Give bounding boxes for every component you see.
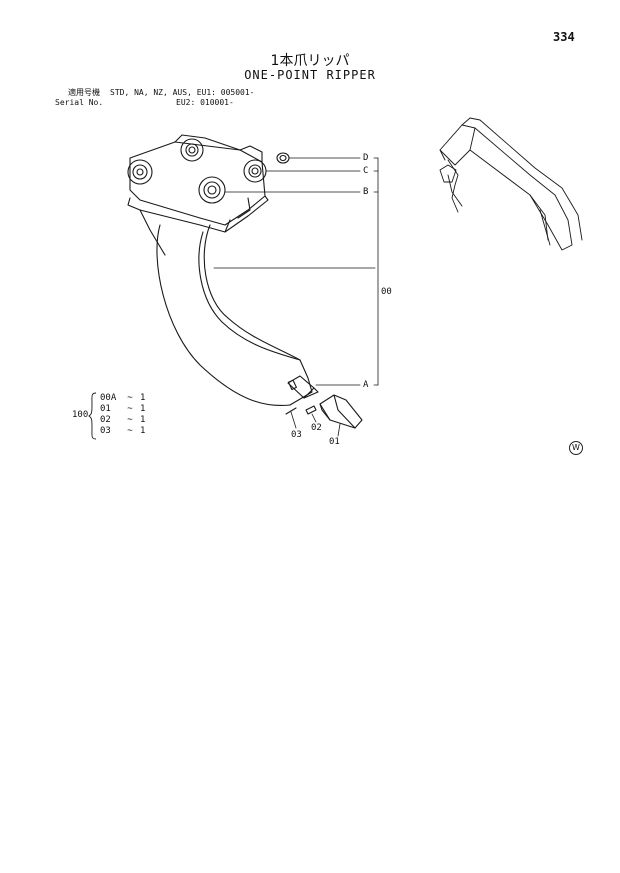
component-row: 02 ~1 (100, 415, 145, 426)
component-row: 01 ~1 (100, 404, 145, 415)
title-japanese: 1本爪リッパ (270, 53, 350, 69)
w-mark: W (569, 441, 583, 455)
component-sep: ~ (127, 404, 133, 414)
excavator-arm-illustration (439, 117, 583, 251)
serial-range-1: STD, NA, NZ, AUS, EU1: 005001- (110, 88, 255, 97)
component-qty: 1 (140, 415, 146, 425)
component-qty: 1 (140, 393, 146, 403)
component-sep: ~ (127, 393, 133, 403)
component-row: 00A ~1 (100, 393, 145, 404)
callout-03: 03 (291, 430, 302, 440)
callout-01: 01 (329, 437, 340, 447)
ripper-tooth (319, 394, 363, 429)
callout-00: 00 (381, 287, 392, 297)
component-part: 02 (100, 415, 111, 425)
component-row: 03 ~1 (100, 426, 145, 437)
callout-b: B (363, 187, 369, 197)
ripper-shank (156, 224, 319, 407)
callout-c: C (363, 166, 369, 176)
assembly-number: 100 (72, 410, 89, 420)
callout-a: A (363, 380, 369, 390)
mounting-bracket (127, 134, 269, 256)
serial-range-2: EU2: 010001- (176, 98, 234, 107)
component-part: 03 (100, 426, 111, 436)
component-qty: 1 (140, 426, 146, 436)
component-sep: ~ (127, 426, 133, 436)
serial-label-english: Serial No. (55, 98, 104, 107)
pin-02 (305, 405, 317, 415)
component-part: 01 (100, 404, 111, 414)
callout-02: 02 (311, 423, 322, 433)
page-number: 334 (553, 30, 575, 44)
callout-d: D (363, 153, 369, 163)
pin-03 (285, 407, 297, 415)
component-sep: ~ (127, 415, 133, 425)
component-part: 00A (100, 393, 117, 403)
components-brace (88, 392, 97, 440)
pin-ring (276, 152, 290, 164)
serial-label-japanese: 適用号機 (68, 88, 100, 97)
title-english: ONE-POINT RIPPER (244, 68, 376, 82)
component-qty: 1 (140, 404, 146, 414)
